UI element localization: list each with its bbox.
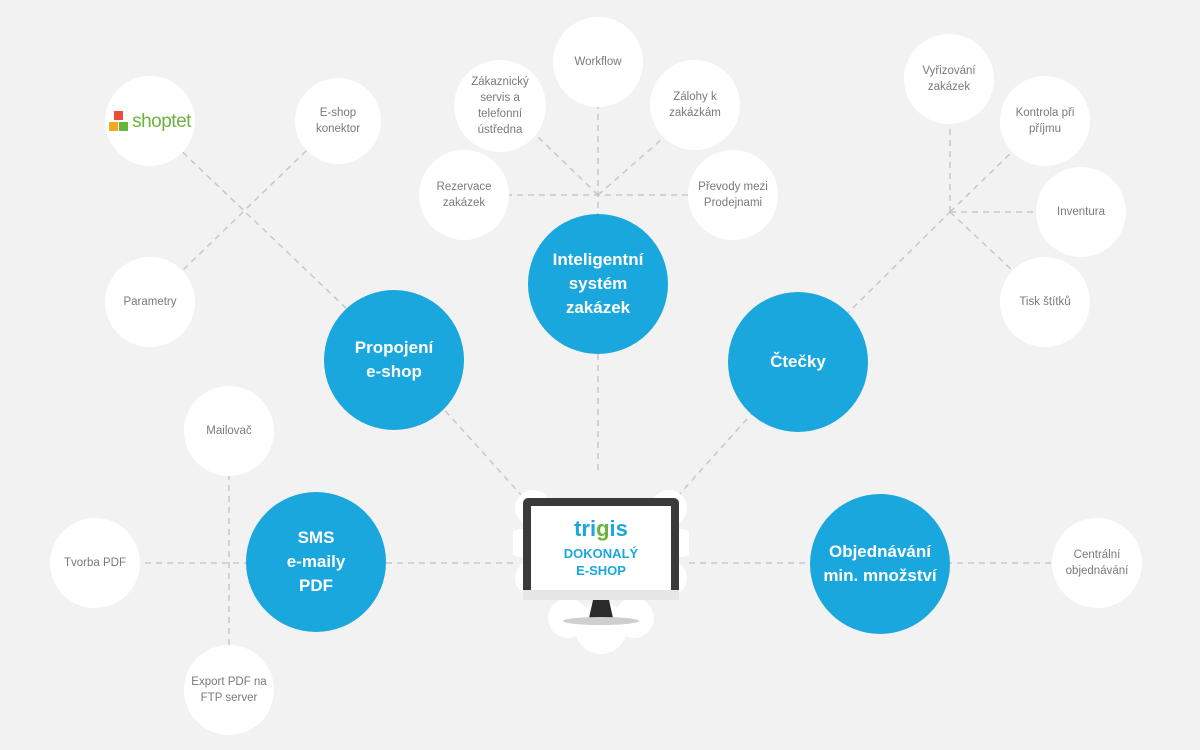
rezervace-node: Rezervace zakázek [419, 150, 509, 240]
inventura-label: Inventura [1057, 206, 1105, 218]
zalohy-node: Zálohy k zakázkám [650, 60, 740, 150]
shoptet-node: shoptet [105, 76, 195, 166]
eshop-konektor-node: E-shop konektor [295, 78, 381, 164]
workflow-node: Workflow [553, 17, 643, 107]
propojeni-eshop-node: Propojení e-shop [324, 290, 464, 430]
center-monitor: trigis DOKONALÝ E-SHOP [513, 488, 689, 656]
monitor-screen: trigis DOKONALÝ E-SHOP [531, 506, 671, 590]
centralni-node: Centrální objednávání [1052, 518, 1142, 608]
parametry-node: Parametry [105, 257, 195, 347]
vyrizovani-node: Vyřizování zakázek [904, 34, 994, 124]
shoptet-logo-icon [109, 111, 129, 131]
kontrola-node: Kontrola při příjmu [1000, 76, 1090, 166]
shoptet-logo: shoptet [109, 111, 191, 131]
trigis-logo: trigis [574, 516, 628, 541]
export-pdf-node: Export PDF na FTP server [184, 645, 274, 735]
centralni-label: Centrální objednávání [1065, 549, 1129, 577]
tvorba-pdf-node: Tvorba PDF [50, 518, 140, 608]
zalohy-label: Zálohy k zakázkám [669, 91, 721, 119]
tvorba-pdf-label: Tvorba PDF [64, 557, 126, 569]
screen-line-2: E-SHOP [576, 563, 626, 578]
mailovac-node: Mailovač [184, 386, 274, 476]
sms-emaily-pdf-label: SMS e-maily PDF [286, 528, 346, 595]
monitor-graphic [513, 490, 689, 654]
eshop-konektor-label: E-shop konektor [315, 107, 361, 135]
inteligentni-system-node: Inteligentní systém zakázek [528, 214, 668, 354]
tisk-label: Tisk štítků [1019, 296, 1071, 308]
shoptet-logo-text: shoptet [132, 111, 191, 132]
prevody-node: Převody mezi Prodejnami [688, 150, 778, 240]
propojeni-eshop-label: Propojení e-shop [354, 338, 434, 381]
vyrizovani-label: Vyřizování zakázek [922, 65, 976, 93]
ctecky-node: Čtečky [728, 292, 868, 432]
inventura-node: Inventura [1036, 167, 1126, 257]
workflow-label: Workflow [574, 56, 622, 68]
ctecky-label: Čtečky [770, 352, 826, 371]
screen-line-1: DOKONALÝ [563, 546, 639, 561]
objednavani-node: Objednávání min. množství [810, 494, 950, 634]
objednavani-label: Objednávání min. množství [823, 542, 937, 585]
zakaznicky-servis-label: Zákaznický servis a telefonní ústředna [471, 76, 529, 136]
prevody-label: Převody mezi Prodejnami [698, 181, 768, 209]
tisk-node: Tisk štítků [1000, 257, 1090, 347]
sms-emaily-pdf-node: SMS e-maily PDF [246, 492, 386, 632]
link-center-ctecky [676, 361, 799, 498]
export-pdf-label: Export PDF na FTP server [191, 676, 267, 704]
kontrola-label: Kontrola při příjmu [1015, 107, 1075, 135]
rezervace-label: Rezervace zakázek [436, 181, 492, 209]
inteligentni-system-label: Inteligentní systém zakázek [552, 250, 644, 317]
mailovac-label: Mailovač [206, 425, 252, 437]
parametry-label: Parametry [123, 296, 177, 308]
zakaznicky-servis-node: Zákaznický servis a telefonní ústředna [454, 60, 546, 152]
